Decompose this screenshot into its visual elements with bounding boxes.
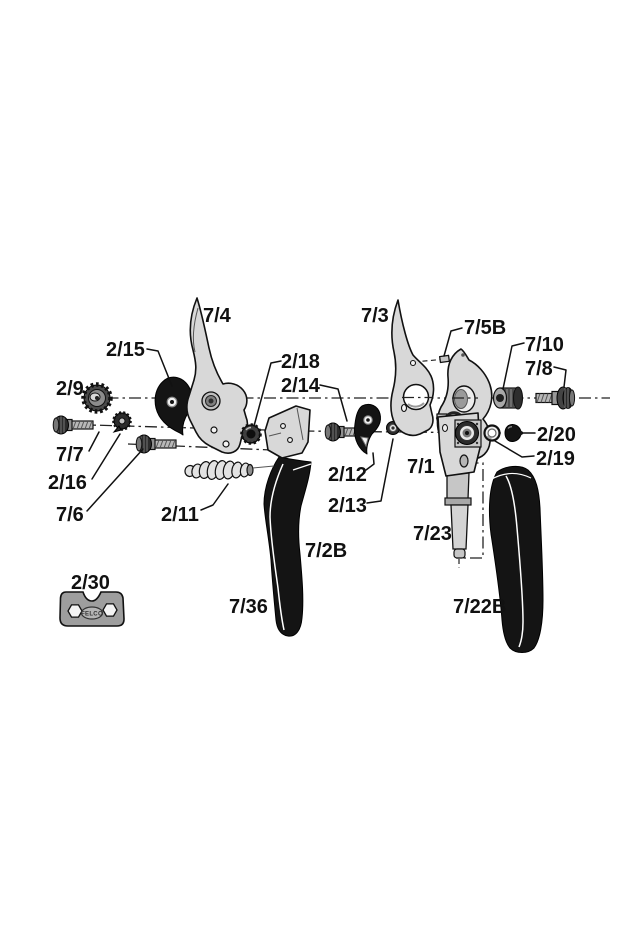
part-bolt-7-7 (52, 415, 94, 435)
leader-7-5B (443, 327, 463, 357)
part-spring (184, 460, 254, 480)
part-cam-plate (154, 376, 193, 436)
leader-7-7 (88, 431, 100, 452)
part-label-2-16: 2/16 (48, 472, 87, 494)
part-adjustment-nut (81, 382, 113, 414)
part-pawl (112, 411, 132, 433)
part-counter-blade (390, 299, 435, 437)
part-label-7-4: 7/4 (203, 305, 232, 327)
part-right-handle-body (437, 412, 482, 568)
leader-2-16 (91, 433, 121, 480)
axis-over-holes (402, 396, 478, 399)
leader-2-13 (366, 438, 394, 504)
leader-2-12 (365, 452, 375, 471)
part-label-2-18: 2/18 (281, 351, 320, 373)
part-label-7-1: 7/1 (407, 456, 435, 478)
part-label-7-2B: 7/2B (305, 540, 347, 562)
part-cam-2-12 (354, 403, 381, 455)
part-wrench: FELCO (59, 591, 125, 627)
part-label-2-20: 2/20 (537, 424, 576, 446)
part-bolt-7-6 (135, 434, 177, 454)
part-labels: 7/4 2/15 2/9 7/7 2/16 7/6 2/11 2/30 7/36… (48, 305, 576, 618)
part-bushing (492, 386, 524, 410)
leader-7-10 (502, 342, 525, 390)
part-label-2-11: 2/11 (161, 504, 199, 526)
part-left-handle-head (264, 405, 311, 459)
part-label-2-19: 2/19 (536, 448, 575, 470)
part-label-2-14: 2/14 (281, 375, 321, 397)
leader-2-11 (200, 483, 229, 511)
handle-seam-line (292, 463, 312, 471)
part-cutting-blade (186, 297, 249, 454)
brand-stamp: FELCO (81, 612, 103, 618)
leader-2-15 (146, 348, 173, 387)
part-left-handle (263, 456, 312, 637)
part-nut-2-18 (240, 423, 262, 445)
pivot-bearing (454, 419, 482, 448)
leader-7-8 (553, 366, 567, 388)
grip-seam-line (489, 472, 532, 481)
leader-7-6 (86, 448, 144, 512)
part-bolt-7-8 (535, 386, 576, 410)
leader-2-14 (319, 384, 348, 422)
part-label-7-6: 7/6 (56, 504, 84, 526)
grip-highlight-line (505, 475, 524, 648)
part-label-7-36: 7/36 (229, 596, 268, 618)
part-label-2-15: 2/15 (106, 339, 145, 361)
part-label-2-12: 2/12 (328, 464, 367, 486)
leader-2-19 (494, 440, 535, 458)
part-label-7-10: 7/10 (525, 334, 564, 356)
part-label-7-23: 7/23 (413, 523, 452, 545)
leader-2-18 (253, 360, 282, 427)
part-label-2-13: 2/13 (328, 495, 367, 517)
part-label-7-3: 7/3 (361, 305, 389, 327)
leader-lines (86, 327, 567, 512)
part-right-grip (488, 465, 544, 653)
handle-highlight-line (269, 463, 285, 631)
part-washer-2-19 (483, 424, 501, 442)
part-label-7-22B: 7/22B (453, 596, 506, 618)
part-label-7-7: 7/7 (56, 444, 84, 466)
part-label-2-9: 2/9 (56, 378, 84, 400)
spring-attach-line (252, 465, 275, 469)
part-cap (504, 423, 525, 443)
part-label-7-8: 7/8 (525, 358, 553, 380)
part-label-2-30: 2/30 (71, 572, 110, 594)
part-label-7-5B: 7/5B (464, 317, 506, 339)
